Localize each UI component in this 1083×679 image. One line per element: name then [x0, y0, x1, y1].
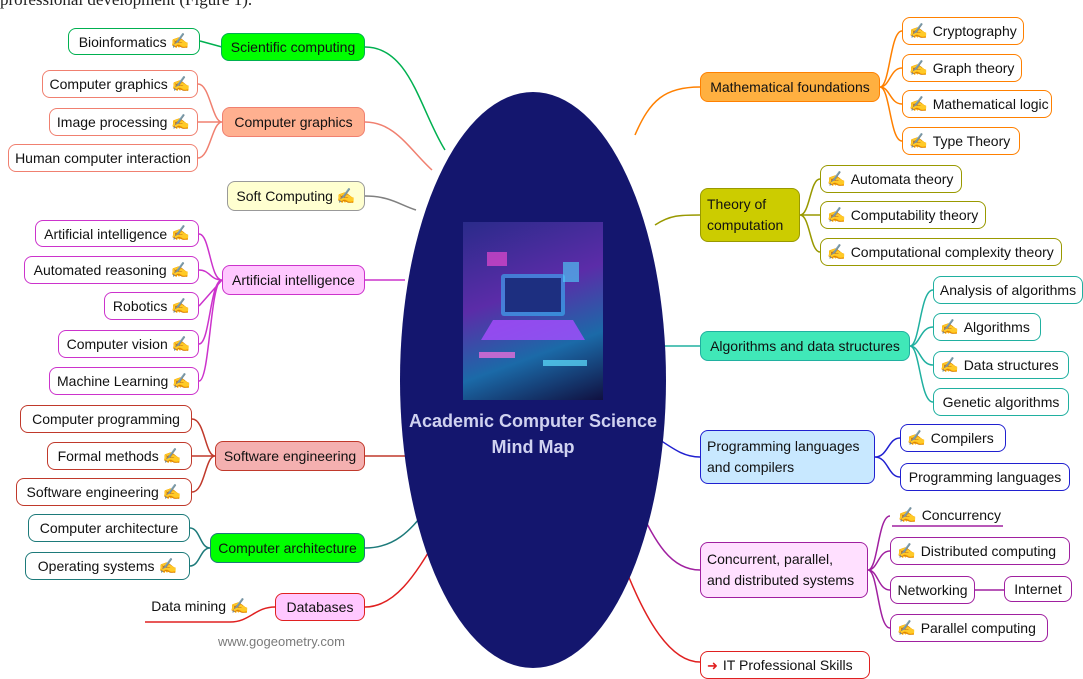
pencil-note-icon[interactable]: ✍ [171, 297, 191, 315]
node-distributed-computing[interactable]: ✍Distributed computing [890, 537, 1070, 565]
node-robotics[interactable]: Robotics✍ [104, 292, 199, 320]
pencil-note-icon[interactable]: ✍ [162, 483, 182, 501]
node-graph-theory[interactable]: ✍Graph theory [902, 54, 1022, 82]
node-databases[interactable]: Databases [275, 593, 365, 621]
node-machine-learning[interactable]: Machine Learning✍ [49, 367, 199, 395]
node-computability-theory[interactable]: ✍Computability theory [820, 201, 986, 229]
node-compilers[interactable]: ✍Compilers [900, 424, 1006, 452]
pencil-note-icon[interactable]: ✍ [897, 542, 916, 560]
node-genetic-algorithms[interactable]: Genetic algorithms [933, 388, 1069, 416]
pencil-note-icon[interactable]: ✍ [171, 75, 191, 93]
pencil-note-icon[interactable]: ✍ [940, 356, 959, 374]
node-concurrency[interactable]: ✍Concurrency [898, 506, 1002, 524]
node-cg-computer-graphics[interactable]: Computer graphics✍ [42, 70, 198, 98]
node-artificial-intelligence[interactable]: Artificial intelligence [222, 265, 365, 295]
node-hci[interactable]: Human computer interaction [8, 144, 198, 172]
node-automata-theory[interactable]: ✍Automata theory [820, 165, 962, 193]
pencil-note-icon[interactable]: ✍ [897, 619, 916, 637]
node-computer-programming[interactable]: Computer programming [20, 405, 192, 433]
arrow-link-icon[interactable]: ➜ [707, 657, 718, 673]
node-mathematical-foundations[interactable]: Mathematical foundations [700, 72, 880, 102]
node-computer-graphics[interactable]: Computer graphics [222, 107, 365, 137]
node-type-theory[interactable]: ✍Type Theory [902, 127, 1020, 155]
pencil-note-icon[interactable]: ✍ [170, 261, 190, 279]
node-se-software-engineering[interactable]: Software engineering✍ [16, 478, 192, 506]
node-programming-languages-and-compilers[interactable]: Programming languages and compilers [700, 430, 875, 484]
pencil-note-icon[interactable]: ✍ [909, 22, 928, 40]
node-mathematical-logic[interactable]: ✍Mathematical logic [902, 90, 1052, 118]
node-programming-languages[interactable]: Programming languages [900, 463, 1070, 491]
pencil-note-icon[interactable]: ✍ [171, 225, 190, 242]
caption-fragment: professional development (Figure 1). [0, 0, 252, 10]
node-algorithms-and-data-structures[interactable]: Algorithms and data structures [700, 331, 910, 361]
center-title: Academic Computer Science Mind Map [408, 411, 658, 457]
node-bioinformatics[interactable]: Bioinformatics✍ [68, 28, 200, 55]
node-theory-of-computation[interactable]: Theory of computation [700, 188, 800, 242]
node-cryptography[interactable]: ✍Cryptography [902, 17, 1024, 45]
pencil-note-icon[interactable]: ✍ [171, 335, 191, 353]
node-soft-computing[interactable]: Soft Computing✍ [227, 181, 365, 211]
node-scientific-computing[interactable]: Scientific computing [221, 33, 365, 61]
pencil-note-icon[interactable]: ✍ [158, 557, 178, 575]
node-ai-artificial-intelligence[interactable]: Artificial intelligence✍ [35, 220, 199, 247]
node-it-professional-skills[interactable]: ➜IT Professional Skills [700, 651, 870, 679]
pencil-note-icon[interactable]: ✍ [909, 132, 928, 150]
node-networking[interactable]: Networking [890, 576, 975, 604]
node-operating-systems[interactable]: Operating systems✍ [25, 552, 190, 580]
node-algorithms[interactable]: ✍Algorithms [933, 313, 1041, 341]
pencil-note-icon[interactable]: ✍ [336, 187, 356, 205]
pencil-note-icon[interactable]: ✍ [907, 429, 926, 447]
node-computer-vision[interactable]: Computer vision✍ [58, 330, 199, 358]
node-parallel-computing[interactable]: ✍Parallel computing [890, 614, 1048, 642]
pencil-note-icon[interactable]: ✍ [172, 372, 191, 390]
pencil-note-icon[interactable]: ✍ [827, 206, 846, 224]
pencil-note-icon[interactable]: ✍ [909, 59, 928, 77]
pencil-note-icon[interactable]: ✍ [162, 447, 182, 465]
pencil-note-icon[interactable]: ✍ [940, 318, 959, 336]
pencil-note-icon[interactable]: ✍ [898, 506, 917, 524]
pencil-note-icon[interactable]: ✍ [827, 243, 846, 261]
node-automated-reasoning[interactable]: Automated reasoning✍ [24, 256, 199, 284]
pencil-note-icon[interactable]: ✍ [171, 113, 191, 131]
node-data-mining[interactable]: Data mining✍ [151, 597, 249, 615]
node-ca-computer-architecture[interactable]: Computer architecture [28, 514, 190, 542]
node-computer-architecture[interactable]: Computer architecture [210, 533, 365, 563]
node-concurrent-parallel-distributed[interactable]: Concurrent, parallel, and distributed sy… [700, 542, 868, 598]
node-internet[interactable]: Internet [1004, 576, 1072, 602]
watermark: www.gogeometry.com [218, 634, 345, 649]
pencil-note-icon[interactable]: ✍ [230, 597, 249, 615]
node-software-engineering[interactable]: Software engineering [215, 441, 365, 471]
node-analysis-of-algorithms[interactable]: Analysis of algorithms [933, 276, 1083, 304]
node-data-structures[interactable]: ✍Data structures [933, 351, 1069, 379]
node-formal-methods[interactable]: Formal methods✍ [47, 442, 192, 470]
node-computational-complexity[interactable]: ✍Computational complexity theory [820, 238, 1062, 266]
pencil-note-icon[interactable]: ✍ [827, 170, 846, 188]
pencil-note-icon[interactable]: ✍ [170, 33, 190, 50]
node-image-processing[interactable]: Image processing✍ [49, 108, 198, 136]
pencil-note-icon[interactable]: ✍ [909, 95, 928, 113]
laptop-illustration [463, 222, 603, 400]
